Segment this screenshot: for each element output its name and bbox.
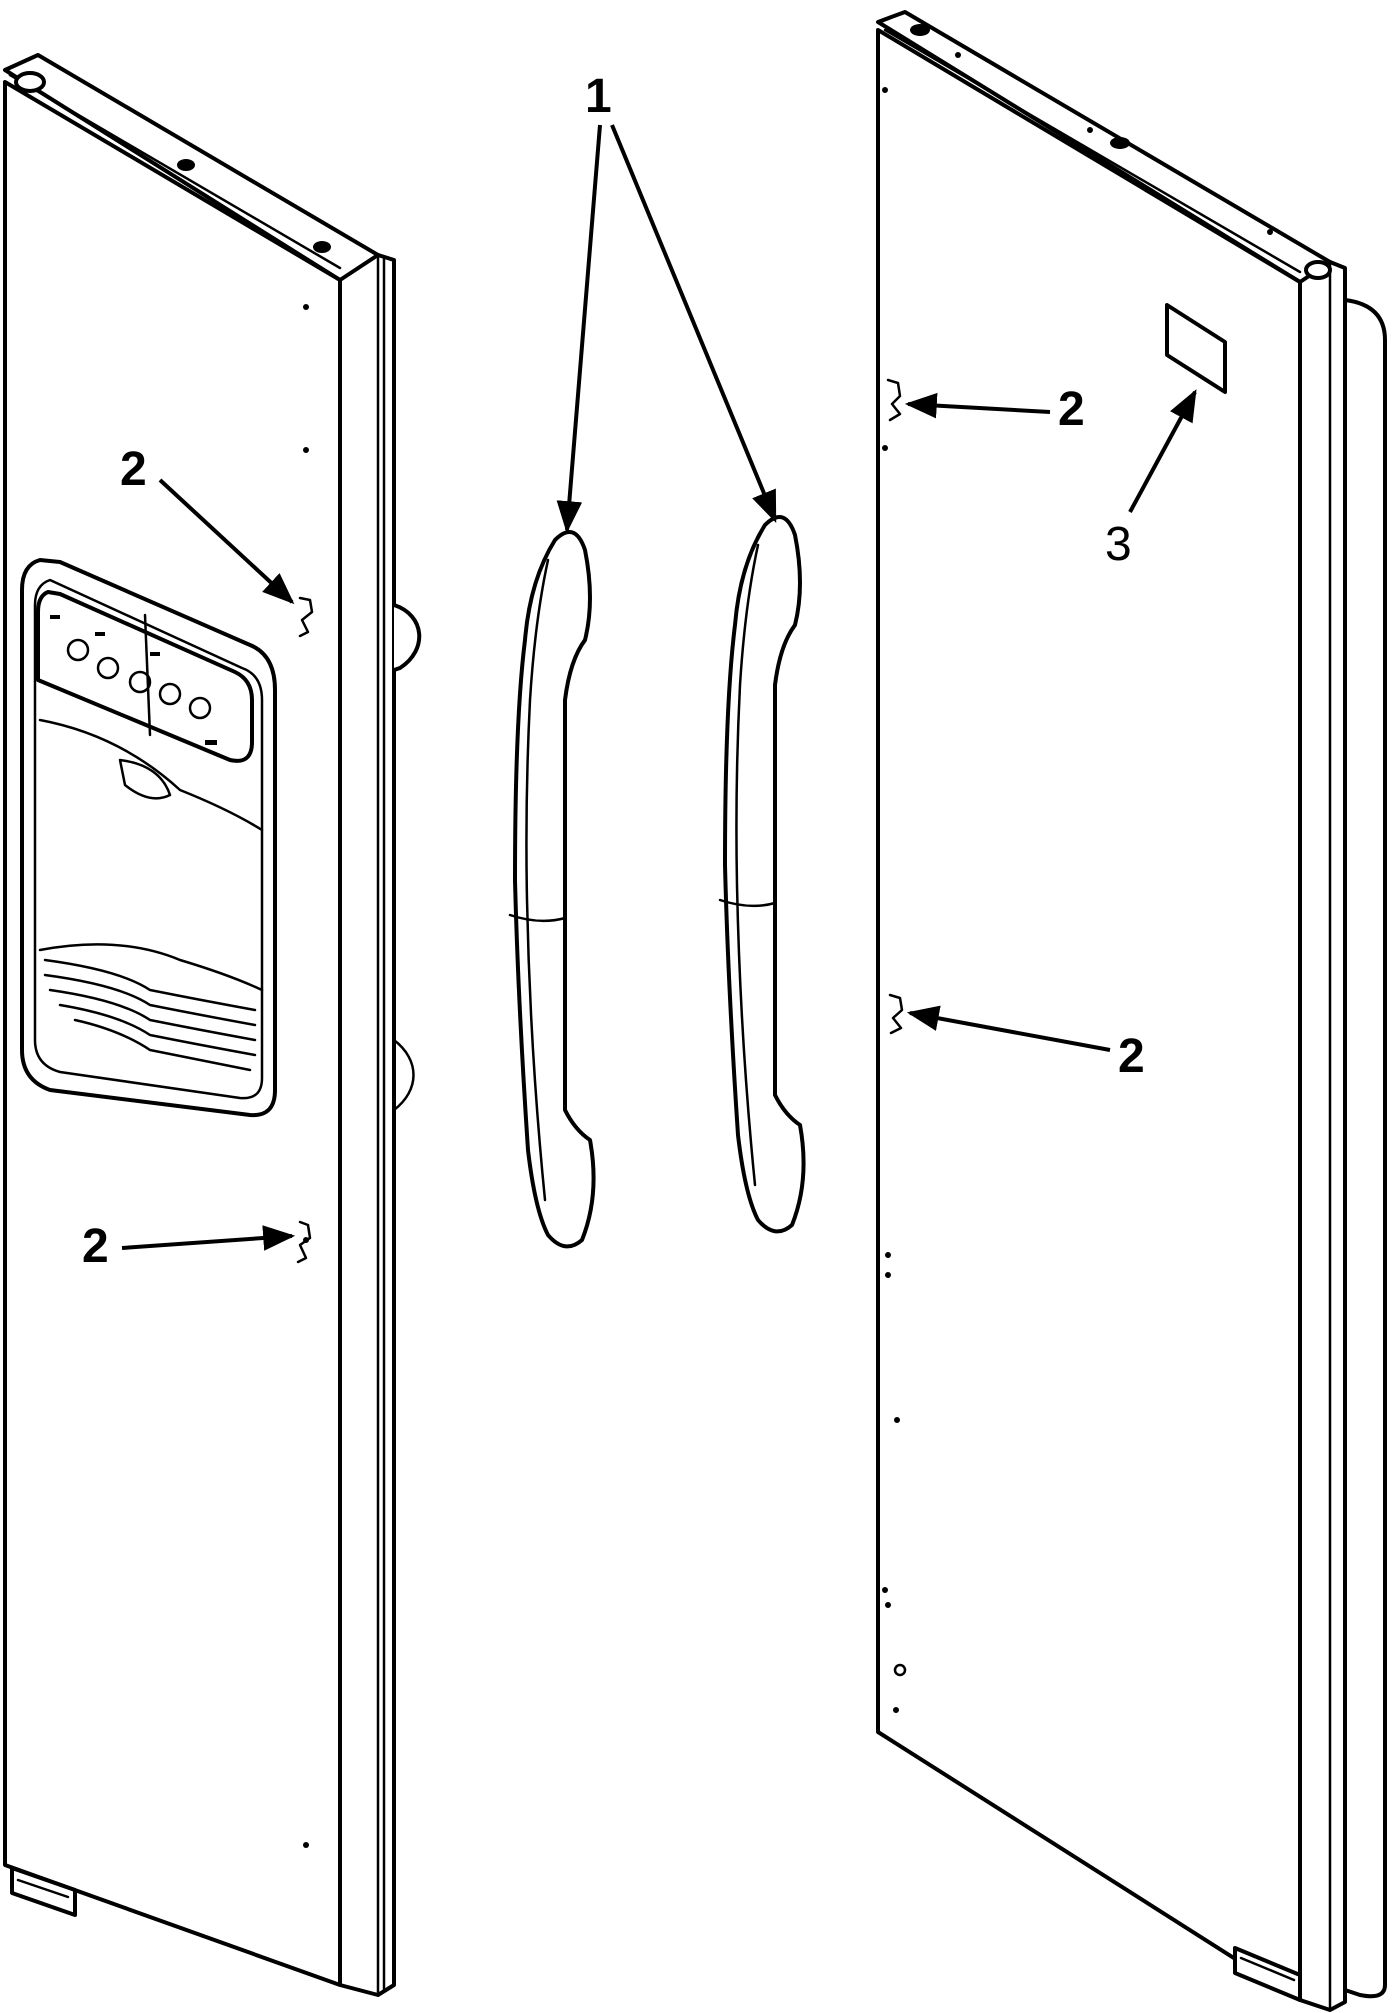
left-door bbox=[3, 53, 422, 1997]
callout-2-left-lower: 2 bbox=[82, 1220, 109, 1273]
right-door-top bbox=[876, 10, 1332, 284]
left-upper-fastener bbox=[298, 596, 314, 638]
callout-2-right-upper: 2 bbox=[1058, 383, 1085, 436]
label-plate bbox=[1165, 303, 1227, 394]
left-door-bottom-hinge bbox=[10, 1866, 77, 1917]
left-lower-fastener bbox=[296, 1220, 312, 1264]
callout-1: 1 bbox=[585, 70, 612, 123]
right-upper-fastener bbox=[886, 378, 902, 422]
right-lower-fastener bbox=[888, 993, 904, 1035]
right-door-front bbox=[876, 28, 1302, 2002]
door-handles bbox=[508, 515, 806, 1249]
left-door-handle-mount bbox=[393, 603, 422, 672]
right-door bbox=[876, 10, 1387, 2012]
callout-2-right-lower: 2 bbox=[1118, 1030, 1145, 1083]
dispenser bbox=[20, 558, 277, 1118]
right-door-side-edge bbox=[1298, 260, 1347, 2012]
callout-3: 3 bbox=[1105, 518, 1132, 571]
callouts: 1 2 2 2 2 3 bbox=[82, 70, 1197, 1273]
callout-2-left-upper: 2 bbox=[120, 443, 147, 496]
left-door-side-edge bbox=[338, 253, 396, 1997]
